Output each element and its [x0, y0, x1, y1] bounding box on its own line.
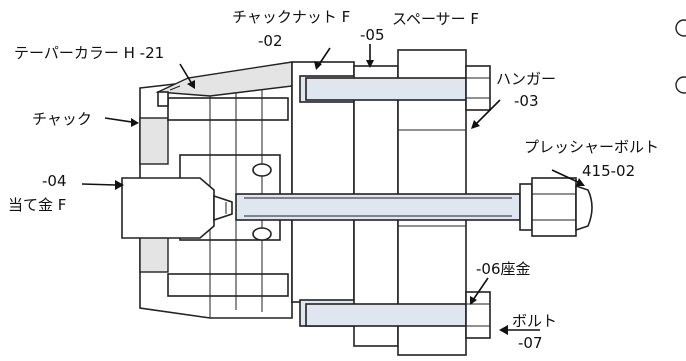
label-spacer: スペーサー F	[392, 10, 479, 28]
label-spacer-code: -05	[360, 26, 385, 44]
partial-circle-top	[675, 19, 686, 37]
top-bolt	[305, 65, 491, 111]
label-pressure-bolt: プレッシャーボルト	[524, 138, 659, 156]
label-plate: 当て金 F	[8, 196, 66, 214]
label-chuck-nut: チャックナット F	[232, 8, 350, 26]
bottom-bolt	[305, 291, 491, 339]
label-bolt: ボルト	[512, 312, 557, 330]
pressure-bolt	[235, 177, 593, 237]
partial-circle-bottom	[675, 76, 686, 94]
label-bolt-code: -07	[518, 334, 543, 352]
label-washer: -06座金	[476, 260, 531, 278]
label-chuck: チャック	[32, 110, 92, 128]
label-hanger-code: -03	[514, 92, 539, 110]
label-hanger: ハンガー	[496, 70, 556, 88]
plate-f	[121, 177, 233, 239]
label-taper-collar: テーパーカラー H -21	[14, 44, 164, 62]
label-plate-code: -04	[42, 172, 67, 190]
leader-arrows	[81, 44, 585, 335]
label-chuck-nut-code: -02	[258, 32, 283, 50]
label-pressure-bolt-code: 415-02	[582, 162, 635, 180]
